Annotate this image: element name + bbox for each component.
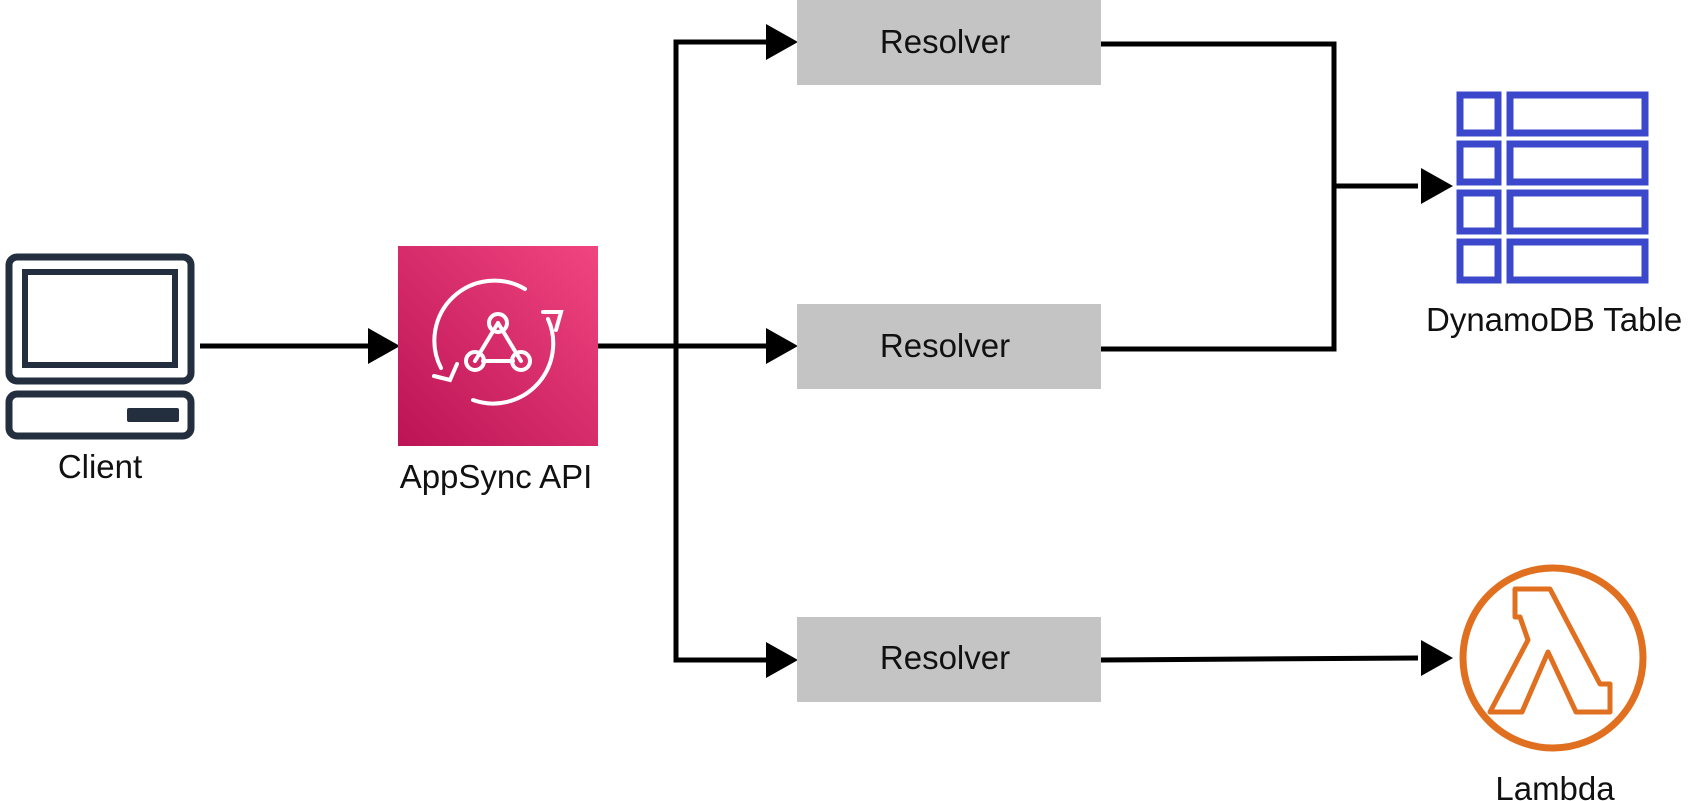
appsync-label: AppSync API [400, 458, 593, 495]
lambda-icon [1459, 564, 1647, 752]
arrowhead-resolver-middle [766, 328, 798, 364]
lambda-node: Lambda [1459, 564, 1647, 801]
resolver-bottom-label: Resolver [880, 639, 1010, 676]
arrowheads [368, 24, 1453, 678]
connector-appsync-resolver-bottom [673, 346, 770, 663]
connector-appsync-resolver-top [673, 39, 770, 346]
dynamodb-table-icon [1456, 91, 1649, 284]
connector-resolver-bottom-lambda [1099, 655, 1419, 663]
arrowhead-dynamodb [1421, 168, 1453, 204]
arrowhead-lambda [1421, 640, 1453, 676]
dynamodb-label: DynamoDB Table [1426, 301, 1682, 338]
resolver-top-label: Resolver [880, 23, 1010, 60]
resolver-middle: Resolver [797, 304, 1101, 389]
lambda-label: Lambda [1495, 770, 1615, 801]
arrowhead-resolver-top [766, 24, 798, 60]
resolver-top: Resolver [797, 0, 1101, 85]
resolver-bottom: Resolver [797, 617, 1101, 702]
client-label: Client [58, 448, 142, 485]
dynamodb-node: DynamoDB Table [1426, 91, 1682, 338]
desktop-computer-icon [5, 253, 195, 440]
appsync-icon [398, 246, 598, 446]
connector-resolver-top-dynamodb [1100, 41, 1337, 352]
connectors [200, 39, 1419, 663]
appsync-node: AppSync API [398, 246, 598, 495]
client-node: Client [5, 253, 195, 485]
arrowhead-appsync [368, 328, 400, 364]
arrowhead-resolver-bottom [766, 642, 798, 678]
resolver-middle-label: Resolver [880, 327, 1010, 364]
